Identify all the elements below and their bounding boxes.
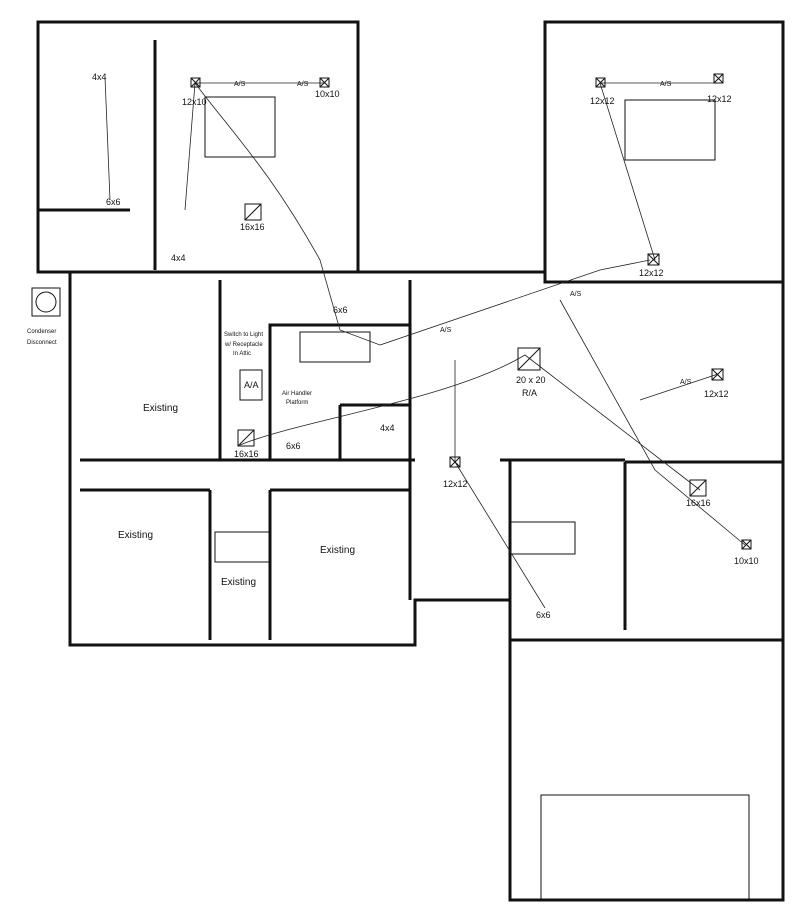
svg-text:Disconnect: Disconnect (27, 340, 57, 346)
svg-text:Existing: Existing (320, 545, 355, 556)
svg-text:w/ Receptacle: w/ Receptacle (224, 342, 263, 348)
svg-text:12x12: 12x12 (704, 389, 729, 399)
svg-text:16x16: 16x16 (686, 498, 711, 508)
svg-text:A/S: A/S (440, 327, 452, 334)
diffuser-icon (713, 73, 724, 84)
svg-text:16x16: 16x16 (234, 449, 259, 459)
walls (31, 20, 785, 902)
svg-text:A/S: A/S (660, 81, 672, 88)
svg-text:16x16: 16x16 (240, 222, 265, 232)
svg-text:6x6: 6x6 (333, 305, 348, 315)
svg-text:Existing: Existing (143, 403, 178, 414)
svg-text:12x10: 12x10 (182, 97, 207, 107)
svg-text:12x12: 12x12 (707, 94, 732, 104)
diffusers (190, 73, 752, 550)
svg-text:12x12: 12x12 (590, 96, 615, 106)
svg-text:Platform: Platform (286, 400, 308, 406)
diffuser-icon (711, 368, 724, 381)
svg-text:4x4: 4x4 (171, 253, 186, 263)
svg-text:12x12: 12x12 (639, 268, 664, 278)
diffuser-icon (190, 77, 201, 88)
svg-text:A/S: A/S (297, 81, 309, 88)
svg-text:A/S: A/S (570, 291, 582, 298)
diffuser-icon (689, 479, 707, 497)
svg-text:In Attic: In Attic (233, 351, 251, 357)
labels: 4x4 6x6 12x10 10x10 16x16 4x4 6x6 16x16 … (27, 72, 759, 620)
svg-text:A/S: A/S (680, 379, 692, 386)
svg-text:A/A: A/A (244, 380, 259, 390)
svg-text:6x6: 6x6 (106, 197, 121, 207)
svg-text:Air Handler: Air Handler (282, 391, 312, 397)
svg-text:10x10: 10x10 (734, 556, 759, 566)
svg-text:6x6: 6x6 (286, 441, 301, 451)
diffuser-icon (595, 77, 606, 88)
diffuser-icon (319, 77, 330, 88)
diffuser-icon (647, 253, 660, 266)
svg-text:Condenser: Condenser (27, 329, 56, 335)
air-handler-box (239, 369, 263, 401)
svg-text:Existing: Existing (221, 577, 256, 588)
svg-text:A/S: A/S (234, 81, 246, 88)
svg-text:4x4: 4x4 (380, 423, 395, 433)
svg-text:12x12: 12x12 (443, 479, 468, 489)
return-air-grille-icon (517, 347, 541, 371)
diffuser-icon (237, 429, 255, 447)
svg-text:Existing: Existing (118, 530, 153, 541)
svg-text:4x4: 4x4 (92, 72, 107, 82)
svg-text:Switch to Light: Switch to Light (224, 332, 263, 338)
diffuser-icon (449, 456, 461, 468)
svg-text:6x6: 6x6 (536, 610, 551, 620)
diffuser-icon (244, 203, 262, 221)
svg-text:R/A: R/A (522, 388, 537, 398)
diffuser-icon (741, 539, 752, 550)
svg-text:10x10: 10x10 (315, 89, 340, 99)
duct-lines (104, 76, 746, 609)
svg-text:20 x 20: 20 x 20 (516, 375, 546, 385)
